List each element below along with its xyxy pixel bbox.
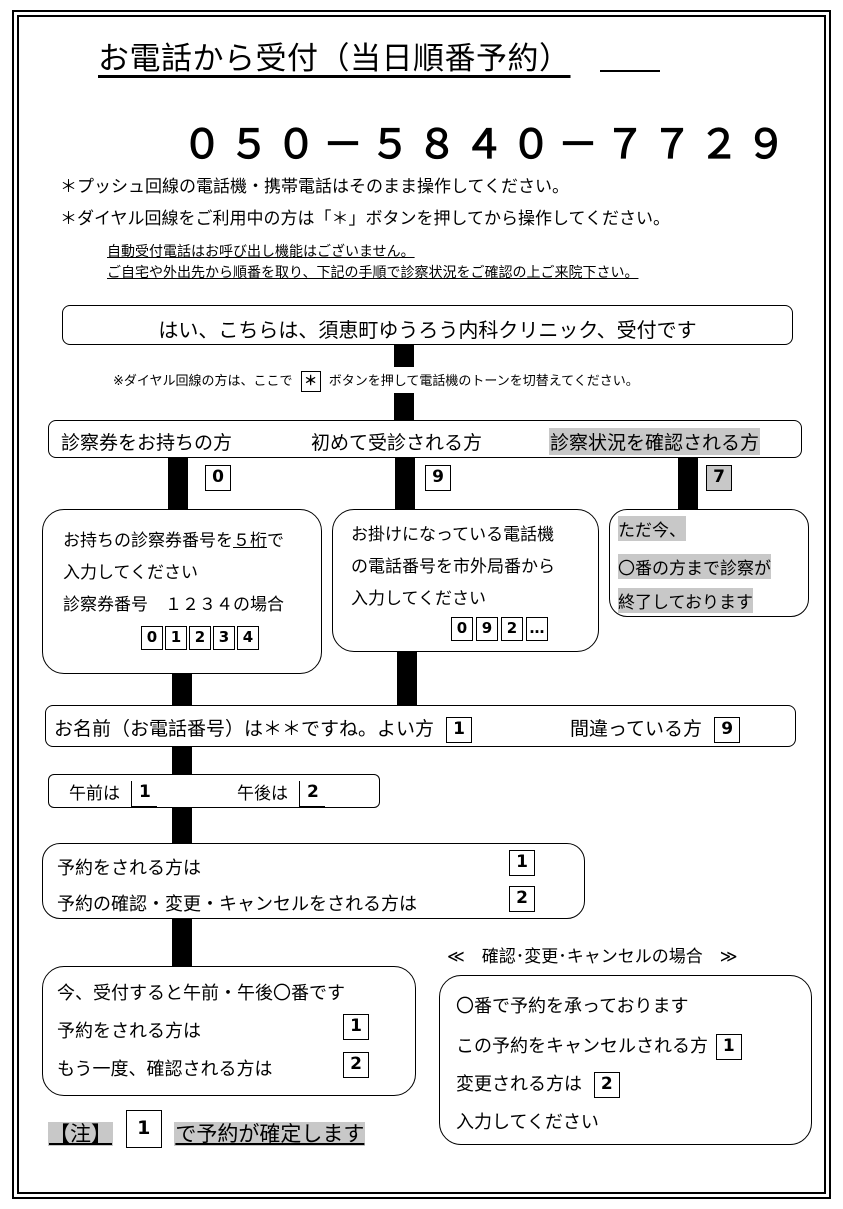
connector [394, 345, 414, 367]
dial-note-before: ※ダイヤル回線の方は、ここで [113, 374, 293, 389]
pm-group: 午後は 2 [237, 779, 326, 807]
page-title: お電話から受付（当日順番予約） [98, 41, 571, 77]
first-line2: の電話番号を市外局番から [351, 557, 555, 577]
dial-note: ※ダイヤル回線の方は、ここで ＊ ボタンを押して電話機のトーンを切替えてください… [113, 370, 639, 392]
wrong-group: 間違っている方 9 [570, 714, 741, 743]
accept-line2: 予約をされる方は [57, 1021, 201, 1042]
key-1[interactable]: 1 [343, 1014, 369, 1040]
key-9[interactable]: 9 [476, 617, 498, 641]
phone-number[interactable]: ０５０－５８４０－７７２９ [182, 122, 793, 168]
change-line1: 〇番で予約を承っております [456, 996, 689, 1017]
connector [172, 674, 192, 706]
note-push-line: ＊プッシュ回線の電話機・携帯電話はそのまま操作してください。 [60, 177, 569, 197]
connector [172, 747, 192, 774]
ampm-box: 午前は 1 午後は 2 [48, 774, 380, 808]
connector [172, 808, 192, 844]
wrong-text: 間違っている方 [570, 718, 703, 740]
key-1[interactable]: 1 [509, 850, 535, 876]
key-2[interactable]: 2 [501, 617, 523, 641]
change-line4: 入力してください [456, 1112, 599, 1133]
key-2[interactable]: 2 [509, 886, 535, 912]
status-box: ただ今、 〇番の方まで診察が 終了しております [609, 509, 809, 617]
key-3[interactable]: 3 [213, 626, 235, 650]
status-line3: 終了しております [618, 588, 753, 613]
connector [168, 458, 188, 510]
confirm-box: お名前（お電話番号）は＊＊ですね。よい方 1 間違っている方 9 [45, 705, 796, 747]
accept-line3: もう一度、確認される方は [57, 1059, 273, 1080]
option-status: 診察状況を確認される方 [549, 428, 761, 455]
key-1[interactable]: 1 [131, 781, 158, 807]
confirm-text: お名前（お電話番号）は＊＊ですね。よい方 [54, 718, 435, 740]
key-2[interactable]: 2 [299, 781, 326, 807]
key-0[interactable]: 0 [205, 465, 231, 491]
key-9[interactable]: 9 [714, 716, 741, 743]
footer-pre: 【注】 [48, 1122, 113, 1146]
key-1[interactable]: 1 [446, 716, 473, 743]
change-header: ≪ 確認･変更･キャンセルの場合 ≫ [447, 947, 738, 967]
key-4[interactable]: 4 [237, 626, 259, 650]
key-9[interactable]: 9 [425, 465, 451, 491]
key-1[interactable]: 1 [165, 626, 187, 650]
inner-frame [17, 15, 826, 1194]
note-dial-line: ＊ダイヤル回線をご利用中の方は「＊」ボタンを押してから操作してください。 [60, 209, 670, 229]
title-underline-extension [600, 70, 660, 72]
connector [172, 919, 192, 967]
card-line3: 診察券番号 １２３４の場合 [63, 595, 284, 615]
accept-line1: 今、受付すると午前・午後〇番です [57, 983, 345, 1004]
key-0[interactable]: 0 [451, 617, 473, 641]
subnote-procedure: ご自宅や外出先から順番を取り、下記の手順で診察状況をご確認の上ご来院下さい。 [107, 265, 639, 281]
key-1[interactable]: 1 [125, 1110, 162, 1148]
change-box: 〇番で予約を承っております この予約をキャンセルされる方 1 変更される方は 2… [439, 975, 812, 1145]
am-label: 午前は [69, 784, 120, 804]
first-line3: 入力してください [351, 589, 486, 609]
change-line3-group: 変更される方は 2 [456, 1070, 620, 1098]
card-line1-post: で [267, 531, 284, 551]
reserve-line2: 予約の確認・変更・キャンセルをされる方は [57, 894, 417, 915]
connector [394, 393, 414, 421]
pm-label: 午後は [237, 784, 288, 804]
connector [397, 652, 417, 706]
option-card: 診察券をお持ちの方 [61, 432, 233, 454]
outer-frame [12, 10, 831, 1199]
change-line2: この予約をキャンセルされる方 [456, 1036, 708, 1057]
key-0[interactable]: 0 [141, 626, 163, 650]
am-group: 午前は 1 [69, 779, 158, 807]
card-line1: お持ちの診察券番号を５桁で [63, 526, 284, 551]
key-7[interactable]: 7 [706, 465, 732, 491]
key-more[interactable]: … [526, 617, 548, 641]
reserve-box: 予約をされる方は 1 予約の確認・変更・キャンセルをされる方は 2 [42, 843, 585, 919]
status-line1: ただ今、 [618, 516, 686, 541]
connector [678, 458, 698, 510]
reserve-line1: 予約をされる方は [57, 858, 201, 879]
change-line3: 変更される方は [456, 1074, 582, 1095]
footer-post: で予約が確定します [174, 1122, 366, 1146]
footer-note: 【注】 1 で予約が確定します [48, 1110, 366, 1148]
greeting-box: はい、こちらは、須恵町ゆうろう内科クリニック、受付です [62, 305, 793, 345]
key-1[interactable]: 1 [715, 1034, 742, 1060]
option-first: 初めて受診される方 [311, 432, 483, 454]
subnote-no-call: 自動受付電話はお呼び出し機能はございません。 [107, 244, 415, 260]
accept-box: 今、受付すると午前・午後〇番です 予約をされる方は 1 もう一度、確認される方は… [42, 966, 416, 1096]
asterisk-key[interactable]: ＊ [300, 371, 321, 392]
dial-note-after: ボタンを押して電話機のトーンを切替えてください。 [328, 374, 639, 389]
card-line1-pre: お持ちの診察券番号を [63, 531, 233, 551]
greeting-text: はい、こちらは、須恵町ゆうろう内科クリニック、受付です [158, 318, 697, 342]
confirm-text-group: お名前（お電話番号）は＊＊ですね。よい方 1 [54, 714, 473, 743]
first-line1: お掛けになっている電話機 [351, 525, 555, 545]
key-2[interactable]: 2 [593, 1072, 620, 1098]
card-line2: 入力してください [63, 563, 198, 583]
status-line2: 〇番の方まで診察が [618, 554, 771, 579]
key-2[interactable]: 2 [189, 626, 211, 650]
connector [395, 458, 415, 510]
options-box: 診察券をお持ちの方 初めて受診される方 診察状況を確認される方 [48, 420, 802, 458]
card-line1-digits: ５桁 [233, 531, 267, 551]
change-line2-group: この予約をキャンセルされる方 1 [456, 1032, 742, 1060]
key-2[interactable]: 2 [343, 1052, 369, 1078]
